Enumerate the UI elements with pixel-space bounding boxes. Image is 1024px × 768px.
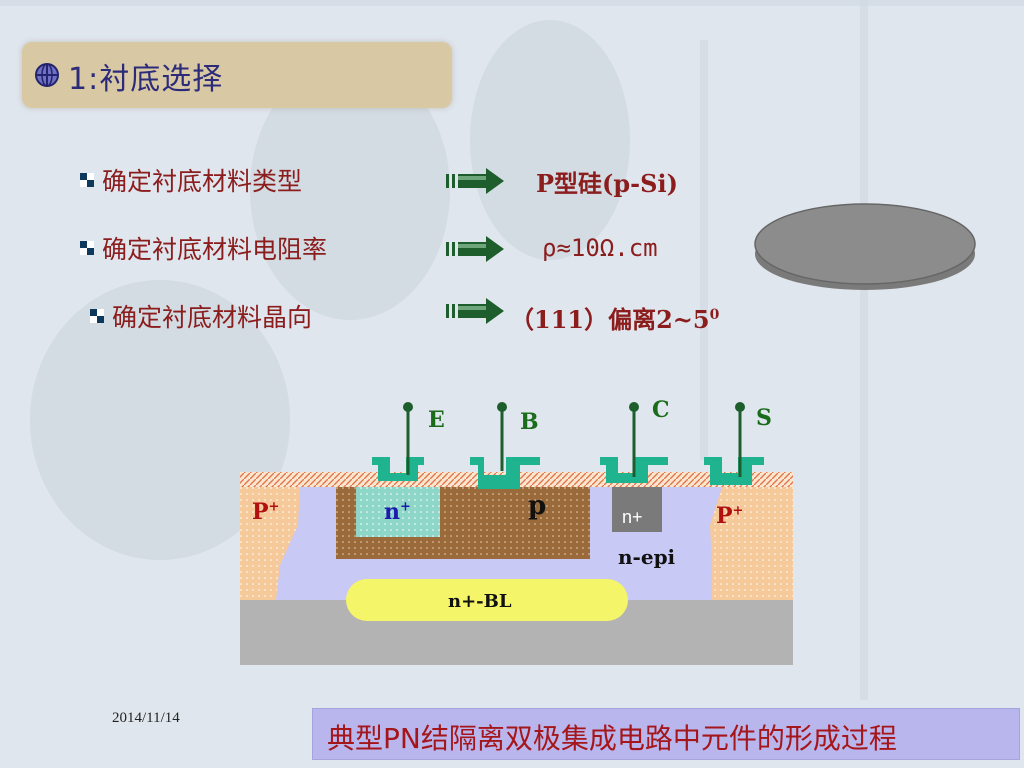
base-contact xyxy=(470,457,540,489)
spec-label: 确定衬底材料晶向 xyxy=(112,303,313,332)
region-label-sup: + xyxy=(400,499,411,515)
checker-square-icon xyxy=(80,241,94,255)
region-label-text: P xyxy=(716,503,733,529)
background-stripe xyxy=(0,0,1024,6)
base-terminal-dot xyxy=(497,402,507,412)
striped-right-arrow-icon xyxy=(446,236,504,262)
checker-square-icon xyxy=(90,309,104,323)
globe-icon xyxy=(35,63,59,87)
striped-right-arrow-icon xyxy=(446,168,504,194)
background-stripe xyxy=(700,40,708,460)
region-label-text: P xyxy=(252,499,269,525)
slide-title-box: 1:衬底选择 xyxy=(22,42,452,108)
spec-row-resistivity: 确定衬底材料电阻率 ρ≈10Ω.cm xyxy=(80,228,780,268)
cross-section-graphic xyxy=(240,402,793,665)
background-figure xyxy=(470,20,630,260)
region-label-p-base: p xyxy=(528,491,547,521)
region-label-sup: + xyxy=(732,503,744,519)
spec-label: 确定衬底材料类型 xyxy=(102,167,303,196)
region-label-sup: + xyxy=(268,499,280,515)
substrate-terminal-dot xyxy=(735,402,745,412)
spec-value: （111）偏离2~50 xyxy=(510,300,719,335)
terminal-label-s: S xyxy=(756,405,772,431)
collector-terminal-dot xyxy=(629,402,639,412)
region-label-n-plus-collector: n+ xyxy=(622,507,643,527)
terminal-label-c: C xyxy=(652,397,670,423)
checker-square-icon xyxy=(80,173,94,187)
emitter-contact xyxy=(372,457,424,481)
n-plus-emitter-region xyxy=(356,487,440,537)
n-plus-collector-region xyxy=(612,487,662,532)
spec-label: 确定衬底材料电阻率 xyxy=(102,235,328,264)
slide-date: 2014/11/14 xyxy=(112,710,180,726)
spec-value-main: （111）偏离2~5 xyxy=(510,305,710,334)
cross-section-diagram: E B C S P+ n+ p n+ n-epi P+ n+-BL xyxy=(232,395,812,670)
striped-right-arrow-icon xyxy=(446,298,504,324)
region-label-p-plus-left: P+ xyxy=(252,499,279,525)
spec-value: ρ≈10Ω.cm xyxy=(542,234,658,262)
region-label-n-epi: n-epi xyxy=(618,545,676,569)
spec-value: P型硅(p-Si) xyxy=(536,169,678,198)
terminal-label-e: E xyxy=(428,407,445,433)
background-stripe xyxy=(860,0,868,700)
terminal-label-b: B xyxy=(520,409,539,435)
region-label-buried-layer: n+-BL xyxy=(448,591,512,612)
spec-value-sup: 0 xyxy=(709,307,720,323)
substrate-contact xyxy=(704,457,764,485)
spec-row-material-type: 确定衬底材料类型 P型硅(p-Si) xyxy=(80,160,780,200)
slide-caption-box: 典型PN结隔离双极集成电路中元件的形成过程 xyxy=(312,708,1020,760)
wafer-illustration xyxy=(754,203,976,290)
slide-caption: 典型PN结隔离双极集成电路中元件的形成过程 xyxy=(327,722,897,755)
slide-title: 1:衬底选择 xyxy=(68,62,224,97)
region-label-text: n xyxy=(384,499,400,525)
emitter-terminal-dot xyxy=(403,402,413,412)
region-label-n-plus-emitter: n+ xyxy=(384,499,411,525)
buried-layer xyxy=(346,579,628,621)
spec-row-orientation: 确定衬底材料晶向 （111）偏离2~50 xyxy=(90,296,790,336)
region-label-p-plus-right: P+ xyxy=(716,503,743,529)
